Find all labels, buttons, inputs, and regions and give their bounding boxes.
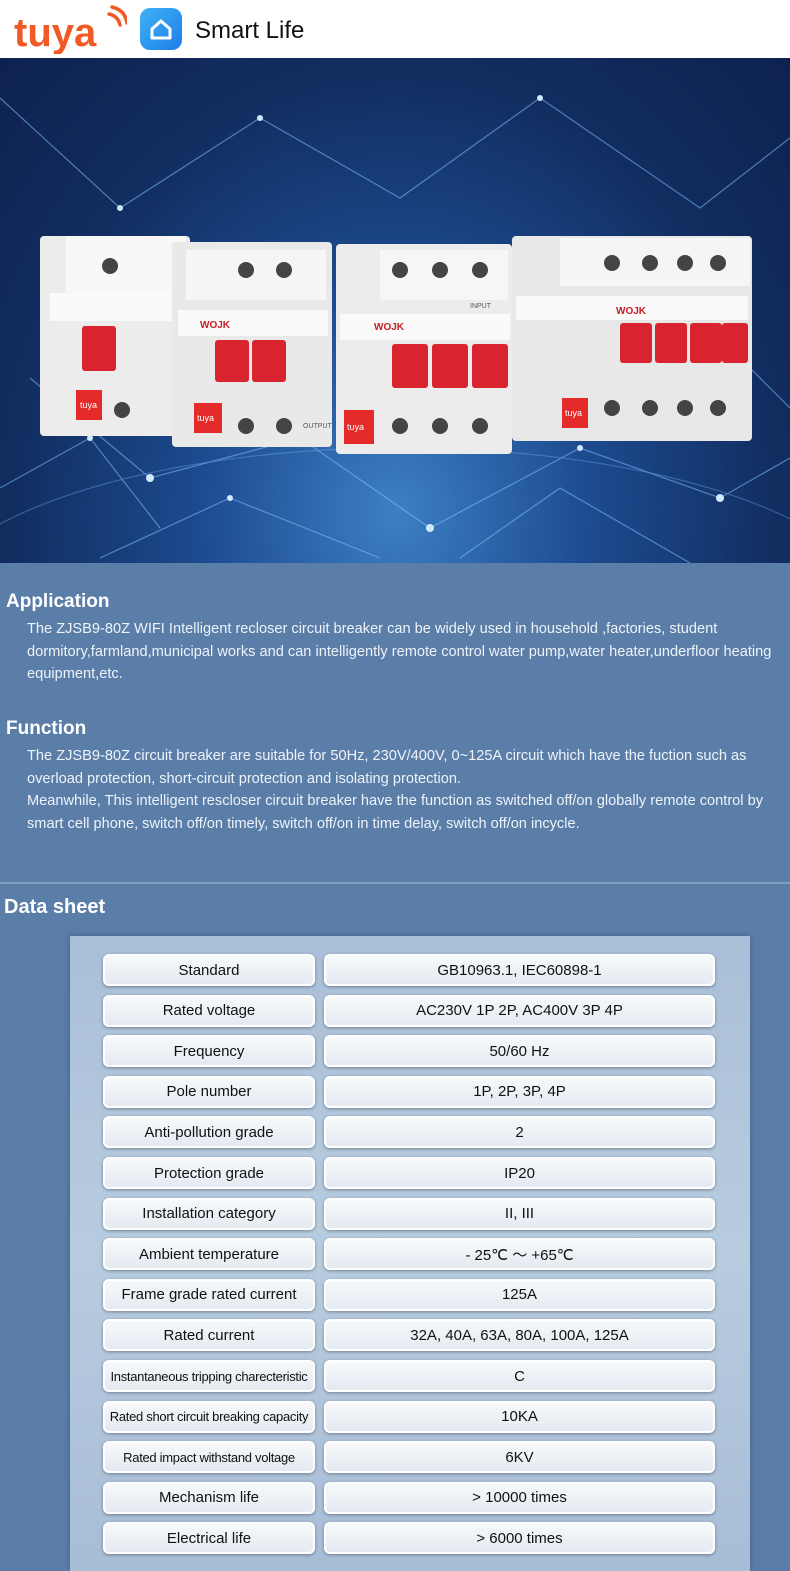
- svg-text:tuya: tuya: [565, 408, 582, 418]
- datasheet-row: Pole number 1P, 2P, 3P, 4P: [103, 1075, 715, 1108]
- svg-text:WOJK: WOJK: [200, 320, 231, 331]
- datasheet-value: 32A, 40A, 63A, 80A, 100A, 125A: [324, 1319, 715, 1352]
- datasheet-row: Ambient temperature - 25℃ ～ +65℃: [103, 1238, 715, 1271]
- tuya-logo: tuya: [14, 5, 127, 54]
- datasheet-value: > 6000 times: [324, 1522, 715, 1555]
- datasheet-key: Instantaneous tripping charecteristic: [103, 1360, 315, 1392]
- datasheet-row: Rated current 32A, 40A, 63A, 80A, 100A, 1…: [103, 1319, 715, 1352]
- datasheet-row: Rated voltage AC230V 1P 2P, AC400V 3P 4P: [103, 994, 715, 1027]
- svg-text:tuya: tuya: [347, 422, 364, 432]
- svg-text:WOJK: WOJK: [616, 306, 647, 317]
- datasheet-key: Protection grade: [103, 1157, 315, 1189]
- hero-product-image: tuya WOJK tuya OUTPUT WOJK t: [0, 58, 790, 563]
- svg-text:tuya: tuya: [80, 400, 97, 410]
- datasheet-key: Electrical life: [103, 1522, 315, 1555]
- breaker-3p: WOJK tuya INPUT: [336, 244, 512, 454]
- datasheet-value: AC230V 1P 2P, AC400V 3P 4P: [324, 994, 715, 1027]
- datasheet-value: 6KV: [324, 1441, 715, 1474]
- datasheet-key: Rated short circuit breaking capacity: [103, 1400, 315, 1433]
- datasheet-key: Mechanism life: [103, 1481, 315, 1514]
- datasheet-row: Protection grade IP20: [103, 1157, 715, 1189]
- breaker-2p: WOJK tuya OUTPUT: [172, 242, 333, 447]
- datasheet-row: Electrical life > 6000 times: [103, 1522, 715, 1555]
- datasheet-row: Rated short circuit breaking capacity 10K…: [103, 1400, 715, 1433]
- datasheet-key: Anti-pollution grade: [103, 1116, 315, 1149]
- header-bar: tuya Smart Life: [0, 0, 790, 58]
- datasheet-row: Rated impact withstand voltage 6KV: [103, 1441, 715, 1474]
- datasheet-row: Mechanism life > 10000 times: [103, 1481, 715, 1514]
- svg-text:OUTPUT: OUTPUT: [303, 423, 333, 430]
- datasheet-value: C: [324, 1360, 715, 1392]
- datasheet-key: Standard: [103, 954, 315, 986]
- svg-text:INPUT: INPUT: [470, 303, 492, 310]
- datasheet-key: Frame grade rated current: [103, 1278, 315, 1311]
- datasheet-value: IP20: [324, 1157, 715, 1189]
- datasheet-key: Ambient temperature: [103, 1238, 315, 1271]
- datasheet-value: - 25℃ ～ +65℃: [324, 1238, 715, 1271]
- datasheet-row: Frequency 50/60 Hz: [103, 1035, 715, 1068]
- application-title: Application: [6, 591, 110, 612]
- breaker-1p: tuya: [40, 236, 190, 436]
- datasheet-row: Anti-pollution grade 2: [103, 1116, 715, 1149]
- svg-text:tuya: tuya: [14, 11, 97, 54]
- datasheet-value: GB10963.1, IEC60898-1: [324, 954, 715, 986]
- datasheet-key: Rated voltage: [103, 994, 315, 1027]
- datasheet-value: 10KA: [324, 1400, 715, 1433]
- home-icon: [150, 19, 172, 40]
- function-title: Function: [6, 718, 87, 739]
- datasheet-key: Rated current: [103, 1319, 315, 1352]
- datasheet-value: 1P, 2P, 3P, 4P: [324, 1075, 715, 1108]
- application-text: The ZJSB9-80Z WIFI Intelligent recloser …: [27, 621, 772, 682]
- datasheet-row: Frame grade rated current 125A: [103, 1278, 715, 1311]
- hero-illustration: tuya WOJK tuya OUTPUT WOJK t: [0, 95, 790, 563]
- app-title: Smart Life: [195, 17, 305, 44]
- section-divider: [0, 882, 790, 884]
- datasheet-key: Pole number: [103, 1075, 315, 1108]
- smart-life-app-icon: [140, 8, 182, 50]
- datasheet-value: > 10000 times: [324, 1481, 715, 1514]
- datasheet-value: 125A: [324, 1278, 715, 1311]
- breaker-4p: WOJK tuya: [512, 236, 752, 441]
- svg-text:WOJK: WOJK: [374, 322, 405, 333]
- datasheet-key: Frequency: [103, 1035, 315, 1068]
- datasheet-value: 2: [324, 1116, 715, 1149]
- function-text-1: The ZJSB9-80Z circuit breaker are suitab…: [27, 748, 747, 787]
- datasheet-row: Instantaneous tripping charecteristic C: [103, 1360, 715, 1392]
- datasheet-key: Rated impact withstand voltage: [103, 1441, 315, 1474]
- datasheet-value: II, III: [324, 1197, 715, 1230]
- svg-text:tuya: tuya: [197, 413, 214, 423]
- datasheet-key: Installation category: [103, 1197, 315, 1230]
- datasheet-title: Data sheet: [4, 896, 106, 918]
- datasheet-value: 50/60 Hz: [324, 1035, 715, 1068]
- function-text-2: Meanwhile, This intelligent rescloser ci…: [27, 793, 764, 832]
- datasheet-row: Standard GB10963.1, IEC60898-1: [103, 954, 715, 986]
- datasheet-row: Installation category II, III: [103, 1197, 715, 1230]
